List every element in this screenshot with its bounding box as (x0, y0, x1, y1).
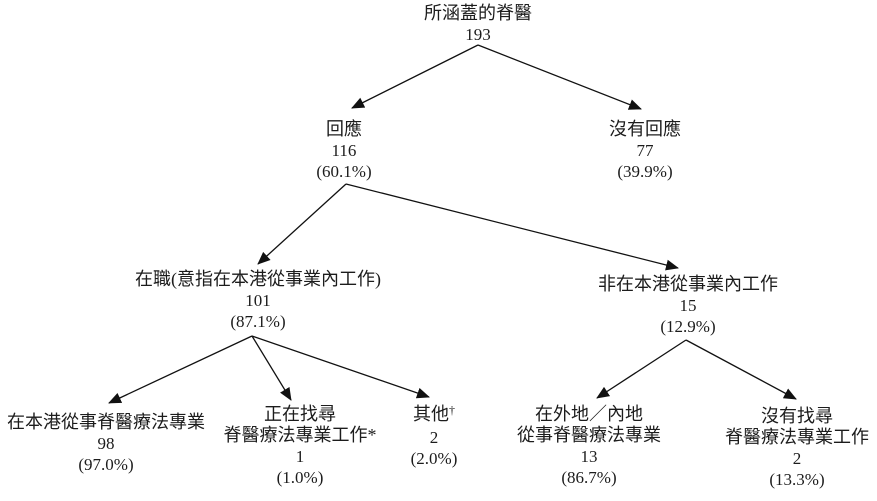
node-practising-in-hk: 在本港從事脊醫療法專業 98 (97.0%) (7, 412, 205, 475)
node-count: 13 (580, 447, 598, 466)
node-label-line1: 正在找尋 (264, 404, 336, 424)
node-label-line2: 脊醫療法專業工作* (223, 425, 377, 445)
arrow-not-working-to-not-seeking (685, 339, 797, 400)
node-count: 2 (792, 449, 802, 468)
node-percent: (87.1%) (230, 312, 286, 331)
node-label-text: 其他 (412, 404, 449, 424)
node-label: 回應 (325, 119, 362, 139)
node-count: 116 (331, 141, 357, 160)
node-label-line1: 沒有找尋 (761, 406, 833, 426)
node-not-seeking-chiropractic-work: 沒有找尋 脊醫療法專業工作 2 (13.3%) (725, 406, 869, 490)
node-percent: (60.1%) (316, 162, 372, 181)
arrow-working-to-practising (108, 335, 253, 404)
node-count: 98 (97, 434, 115, 453)
node-label: 所涵蓋的脊醫 (424, 3, 532, 23)
node-percent: (13.3%) (769, 470, 825, 489)
node-count: 193 (465, 25, 491, 44)
node-percent: (39.9%) (617, 162, 673, 181)
node-label: 非在本港從事業內工作 (598, 274, 778, 294)
arrow-total-to-no-response (477, 44, 642, 110)
node-working-in-hk: 在職(意指在本港從事業內工作) 101 (87.1%) (135, 269, 381, 332)
node-label: 在職(意指在本港從事業內工作) (135, 269, 381, 289)
node-label: 在本港從事脊醫療法專業 (7, 412, 205, 432)
node-label-line2: 從事脊醫療法專業 (517, 425, 661, 445)
node-label: 其他† (411, 403, 458, 427)
node-responded: 回應 116 (60.1%) (316, 119, 371, 182)
node-others: 其他† 2 (2.0%) (410, 403, 458, 469)
node-count: 1 (295, 447, 305, 466)
arrow-working-to-seeking (251, 335, 292, 401)
node-count: 2 (429, 428, 439, 447)
node-total-covered-chiropractors: 所涵蓋的脊醫 193 (424, 3, 532, 45)
node-label: 沒有回應 (609, 119, 681, 139)
arrow-responded-to-working (257, 183, 347, 265)
dagger-footnote-mark: † (448, 403, 455, 417)
node-seeking-chiropractic-work: 正在找尋 脊醫療法專業工作* 1 (1.0%) (224, 404, 377, 488)
arrow-not-working-to-overseas (596, 339, 687, 399)
arrow-working-to-others (251, 335, 430, 399)
node-count: 77 (636, 141, 654, 160)
node-percent: (2.0%) (410, 449, 458, 468)
node-percent: (1.0%) (276, 468, 324, 487)
node-percent: (86.7%) (561, 468, 617, 487)
node-no-response: 沒有回應 77 (39.9%) (609, 119, 681, 182)
node-label-line1: 在外地／內地 (535, 404, 643, 424)
node-not-working-in-hk: 非在本港從事業內工作 15 (12.9%) (598, 274, 778, 337)
node-count: 101 (245, 291, 271, 310)
node-percent: (97.0%) (78, 455, 134, 474)
node-label-line2: 脊醫療法專業工作 (725, 427, 869, 447)
node-percent: (12.9%) (660, 317, 716, 336)
arrow-responded-to-not-working (345, 183, 679, 271)
arrow-total-to-responded (351, 44, 479, 109)
node-overseas-mainland-practising: 在外地／內地 從事脊醫療法專業 13 (86.7%) (517, 404, 661, 488)
node-count: 15 (679, 296, 697, 315)
